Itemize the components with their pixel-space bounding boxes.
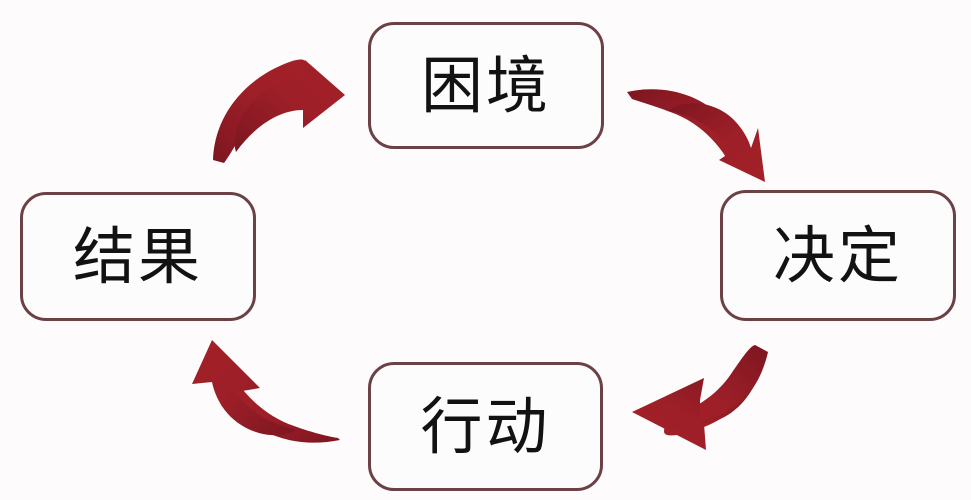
arrow-decision-to-action-icon bbox=[632, 345, 768, 450]
cycle-node-result-label: 结果 bbox=[72, 219, 203, 293]
cycle-node-predicament-label: 困境 bbox=[420, 48, 551, 122]
cycle-node-action-label: 行动 bbox=[420, 389, 551, 463]
cycle-node-result[interactable]: 结果 bbox=[20, 192, 256, 321]
arrow-result-to-predicament-icon bbox=[213, 59, 345, 163]
arrow-predicament-to-decision-icon bbox=[627, 89, 765, 182]
cycle-node-decision-label: 决定 bbox=[772, 218, 903, 292]
cycle-node-action[interactable]: 行动 bbox=[368, 362, 603, 491]
arrow-action-to-result-icon bbox=[192, 340, 340, 443]
cycle-node-decision[interactable]: 决定 bbox=[720, 190, 956, 321]
cycle-node-predicament[interactable]: 困境 bbox=[368, 22, 604, 149]
